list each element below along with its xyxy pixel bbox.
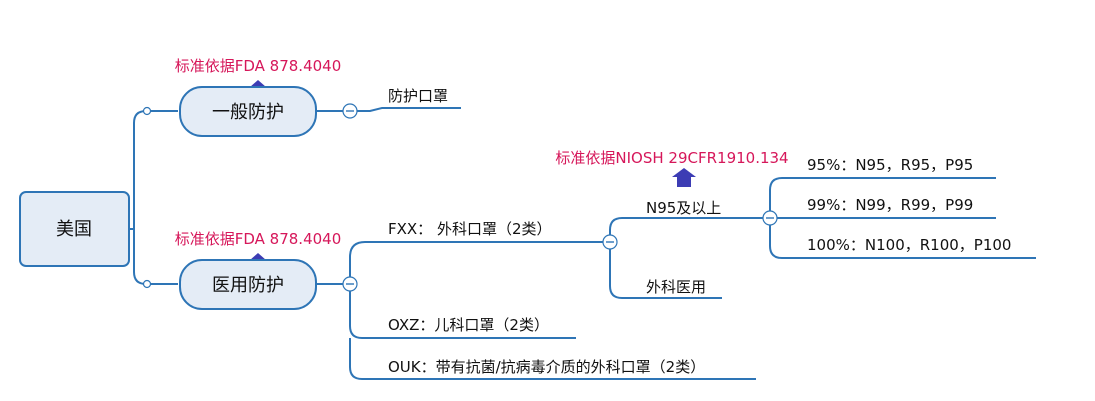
collapse-toggle-medical[interactable] [342, 276, 358, 292]
medical-standard-annotation: 标准依据FDA 878.4040 [175, 230, 342, 248]
filter-99-label: 99%：N99，R99，P99 [807, 196, 973, 214]
connector-fxx-to-n95 [609, 217, 764, 236]
connector-dot-medical [142, 279, 152, 289]
connector-medical-to-oxz [349, 291, 576, 339]
niosh-standard-annotation: 标准依据NIOSH 29CFR1910.134 [555, 149, 788, 167]
general-annotation-arrow-icon [250, 80, 266, 87]
collapse-toggle-n95[interactable] [762, 210, 778, 226]
n95-and-above-label: N95及以上 [646, 199, 721, 217]
filter-100-label: 100%：N100，R100，P100 [807, 236, 1011, 254]
connector-medical-to-ouk [349, 338, 756, 380]
leaf-protective-mask-label: 防护口罩 [388, 87, 448, 105]
connector-fxx-to-surgical [609, 249, 722, 299]
root-node-label: 美国 [56, 219, 92, 240]
connector-root-to-general [129, 110, 178, 230]
surgical-medical-label: 外科医用 [646, 278, 706, 296]
niosh-annotation-arrow-icon [672, 168, 696, 187]
collapse-toggle-general[interactable] [342, 103, 358, 119]
oxz-pediatric-mask-label: OXZ：儿科口罩（2类） [388, 316, 549, 334]
connector-general-to-mask [357, 107, 461, 112]
node-medical-protection-label: 医用防护 [212, 275, 284, 296]
node-general-protection-label: 一般防护 [212, 102, 284, 123]
ouk-antimicrobial-mask-label: OUK：带有抗菌/抗病毒介质的外科口罩（2类） [388, 358, 705, 376]
connector-n95-to-95 [769, 177, 996, 211]
medical-annotation-arrow-icon [250, 253, 266, 260]
fxx-surgical-mask-label: FXX： 外科口罩（2类） [388, 220, 552, 238]
connector-medical-to-fxx [349, 241, 605, 277]
filter-95-label: 95%：N95，R95，P95 [807, 156, 973, 174]
general-standard-annotation: 标准依据FDA 878.4040 [175, 57, 342, 75]
connector-root-to-medical [133, 229, 178, 285]
connector-dot-general [142, 106, 152, 116]
collapse-toggle-fxx[interactable] [602, 234, 618, 250]
connector-n95-to-100 [769, 225, 1036, 259]
